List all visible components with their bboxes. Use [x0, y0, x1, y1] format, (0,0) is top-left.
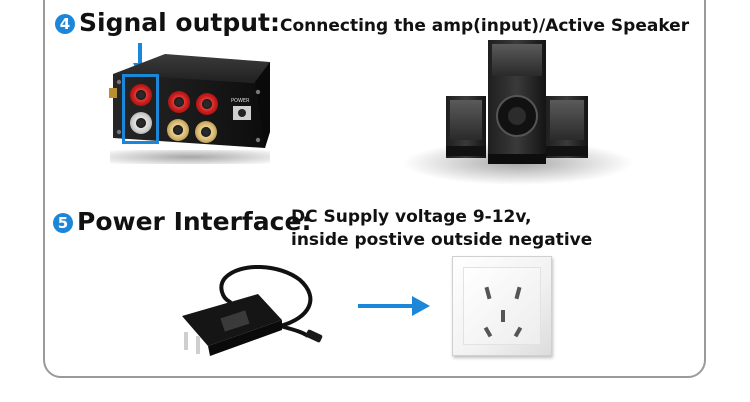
rca-input-red: [130, 84, 152, 106]
active-speaker-image: [403, 40, 633, 185]
wall-socket-image: [452, 256, 552, 356]
rca-output-red-1: [168, 91, 190, 113]
rca-input-white: [130, 112, 152, 134]
amp-shadow: [110, 150, 270, 164]
section-5-line-1: DC Supply voltage 9-12v,: [291, 207, 532, 227]
svg-text:POWER: POWER: [231, 98, 250, 104]
section-number-badge: 4: [55, 14, 75, 34]
socket-plate: [463, 267, 541, 345]
section-title: Power Interface:: [77, 207, 312, 236]
section-number-badge: 5: [53, 213, 73, 233]
section-title: Signal output:: [79, 8, 280, 37]
rca-output-gold-2: [195, 121, 217, 143]
content-panel: [43, 0, 706, 378]
section-5-line-2: inside postive outside negative: [291, 230, 593, 250]
arrow-right-icon: [358, 296, 430, 316]
highlight-box: [122, 74, 159, 144]
socket-holes: [483, 286, 523, 338]
section-5-heading: 5 Power Interface:: [53, 207, 311, 236]
rca-output-gold-1: [167, 119, 189, 141]
section-subtitle: Connecting the amp(input)/Active Speaker: [279, 16, 690, 36]
rca-output-red-2: [196, 93, 218, 115]
power-adapter-image: [182, 265, 323, 356]
section-4-heading: 4 Signal output: Connecting the amp(inpu…: [55, 8, 689, 37]
